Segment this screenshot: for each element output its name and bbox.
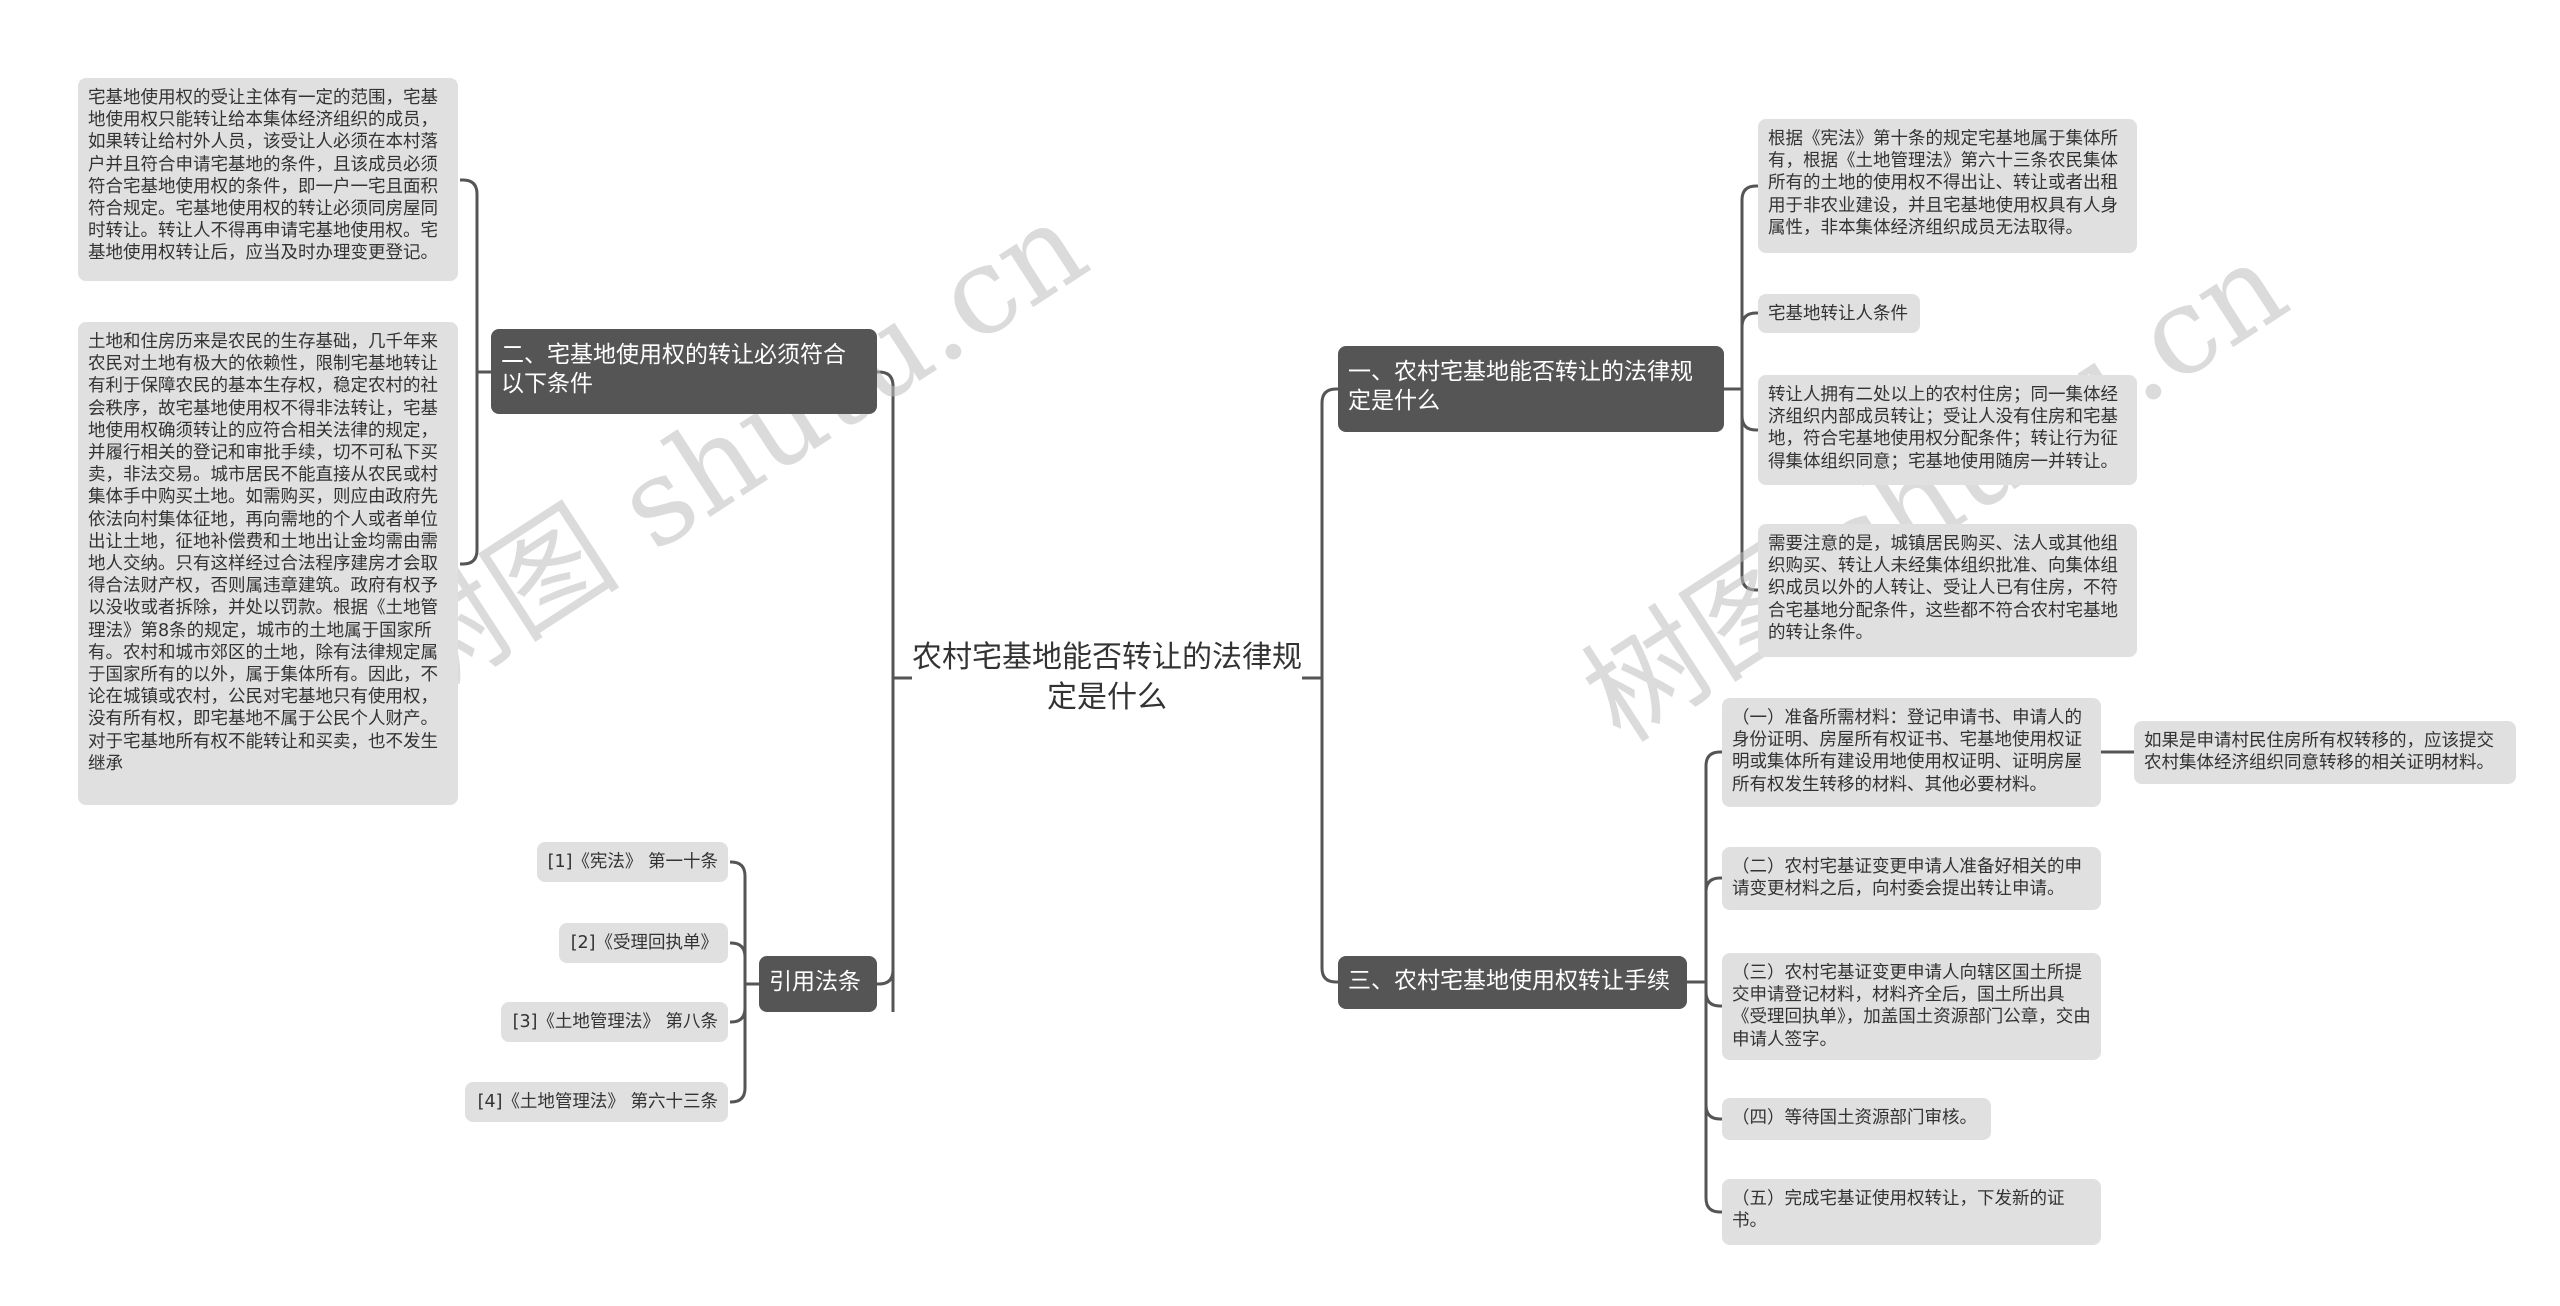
citation-2[interactable]: [2]《受理回执单》	[559, 923, 728, 963]
branch-label: 引用法条	[769, 969, 861, 995]
topic-text: 宅基地使用权的受让主体有一定的范围，宅基地使用权只能转让给本集体经济组织的成员，…	[88, 88, 438, 264]
branch-transfer-procedure[interactable]: 三、农村宅基地使用权转让手续	[1338, 956, 1687, 1009]
central-topic-label: 农村宅基地能否转让的法律规定是什么	[912, 640, 1302, 715]
topic-transferor-requirements[interactable]: 转让人拥有二处以上的农村住房；同一集体经济组织内部成员转让；受让人没有住房和宅基…	[1758, 375, 2137, 485]
branch-label: 三、农村宅基地使用权转让手续	[1348, 968, 1670, 994]
step-3-submit-land-office[interactable]: （三）农村宅基证变更申请人向辖区国土所提交申请登记材料，材料齐全后，国土所出具《…	[1722, 953, 2101, 1060]
topic-invalid-transfers[interactable]: 需要注意的是，城镇居民购买、法人或其他组织购买、转让人未经集体组织批准、向集体组…	[1758, 524, 2137, 657]
citation-3[interactable]: [3]《土地管理法》 第八条	[501, 1002, 728, 1042]
step-text: （四）等待国土资源部门审核。	[1732, 1108, 1977, 1128]
topic-transferor-conditions[interactable]: 宅基地转让人条件	[1758, 294, 1920, 333]
step-text: （二）农村宅基证变更申请人准备好相关的申请变更材料之后，向村委会提出转让申请。	[1732, 857, 2082, 900]
citation-text: [1]《宪法》 第一十条	[547, 852, 718, 872]
central-topic[interactable]: 农村宅基地能否转让的法律规定是什么	[912, 630, 1302, 726]
step-1-prepare-materials[interactable]: （一）准备所需材料：登记申请书、申请人的身份证明、房屋所有权证书、宅基地使用权证…	[1722, 698, 2101, 807]
step-2-apply-village[interactable]: （二）农村宅基证变更申请人准备好相关的申请变更材料之后，向村委会提出转让申请。	[1722, 847, 2101, 910]
step-1-note[interactable]: 如果是申请村民住房所有权转移的，应该提交农村集体经济组织同意转移的相关证明材料。	[2134, 721, 2516, 784]
branch-transfer-conditions[interactable]: 二、宅基地使用权的转让必须符合以下条件	[491, 329, 877, 414]
step-4-await-review[interactable]: （四）等待国土资源部门审核。	[1722, 1098, 1991, 1140]
branch-label: 二、宅基地使用权的转让必须符合以下条件	[501, 342, 846, 397]
topic-text: 土地和住房历来是农民的生存基础，几千年来农民对土地有极大的依赖性，限制宅基地转让…	[88, 332, 438, 774]
topic-text: 根据《宪法》第十条的规定宅基地属于集体所有，根据《土地管理法》第六十三条农民集体…	[1768, 129, 2118, 238]
topic-land-basis[interactable]: 土地和住房历来是农民的生存基础，几千年来农民对土地有极大的依赖性，限制宅基地转让…	[78, 322, 458, 805]
citation-text: [4]《土地管理法》 第六十三条	[477, 1092, 718, 1112]
topic-text: 宅基地转让人条件	[1768, 304, 1908, 324]
step-text: （三）农村宅基证变更申请人向辖区国土所提交申请登记材料，材料齐全后，国土所出具《…	[1732, 963, 2091, 1050]
citation-text: [3]《土地管理法》 第八条	[512, 1012, 718, 1032]
topic-text: 转让人拥有二处以上的农村住房；同一集体经济组织内部成员转让；受让人没有住房和宅基…	[1768, 385, 2118, 472]
branch-citations[interactable]: 引用法条	[759, 956, 877, 1012]
step-text: （一）准备所需材料：登记申请书、申请人的身份证明、房屋所有权证书、宅基地使用权证…	[1732, 708, 2082, 795]
citation-4[interactable]: [4]《土地管理法》 第六十三条	[465, 1082, 728, 1122]
branch-legal-rules[interactable]: 一、农村宅基地能否转让的法律规定是什么	[1338, 346, 1724, 432]
topic-constitution-basis[interactable]: 根据《宪法》第十条的规定宅基地属于集体所有，根据《土地管理法》第六十三条农民集体…	[1758, 119, 2137, 253]
branch-label: 一、农村宅基地能否转让的法律规定是什么	[1348, 359, 1693, 414]
topic-text: 需要注意的是，城镇居民购买、法人或其他组织购买、转让人未经集体组织批准、向集体组…	[1768, 534, 2118, 643]
note-text: 如果是申请村民住房所有权转移的，应该提交农村集体经济组织同意转移的相关证明材料。	[2144, 731, 2494, 774]
citation-text: [2]《受理回执单》	[570, 933, 718, 953]
citation-1[interactable]: [1]《宪法》 第一十条	[537, 842, 728, 882]
step-5-complete-transfer[interactable]: （五）完成宅基证使用权转让，下发新的证书。	[1722, 1179, 2101, 1245]
topic-transferee-scope[interactable]: 宅基地使用权的受让主体有一定的范围，宅基地使用权只能转让给本集体经济组织的成员，…	[78, 78, 458, 281]
step-text: （五）完成宅基证使用权转让，下发新的证书。	[1732, 1189, 2065, 1232]
